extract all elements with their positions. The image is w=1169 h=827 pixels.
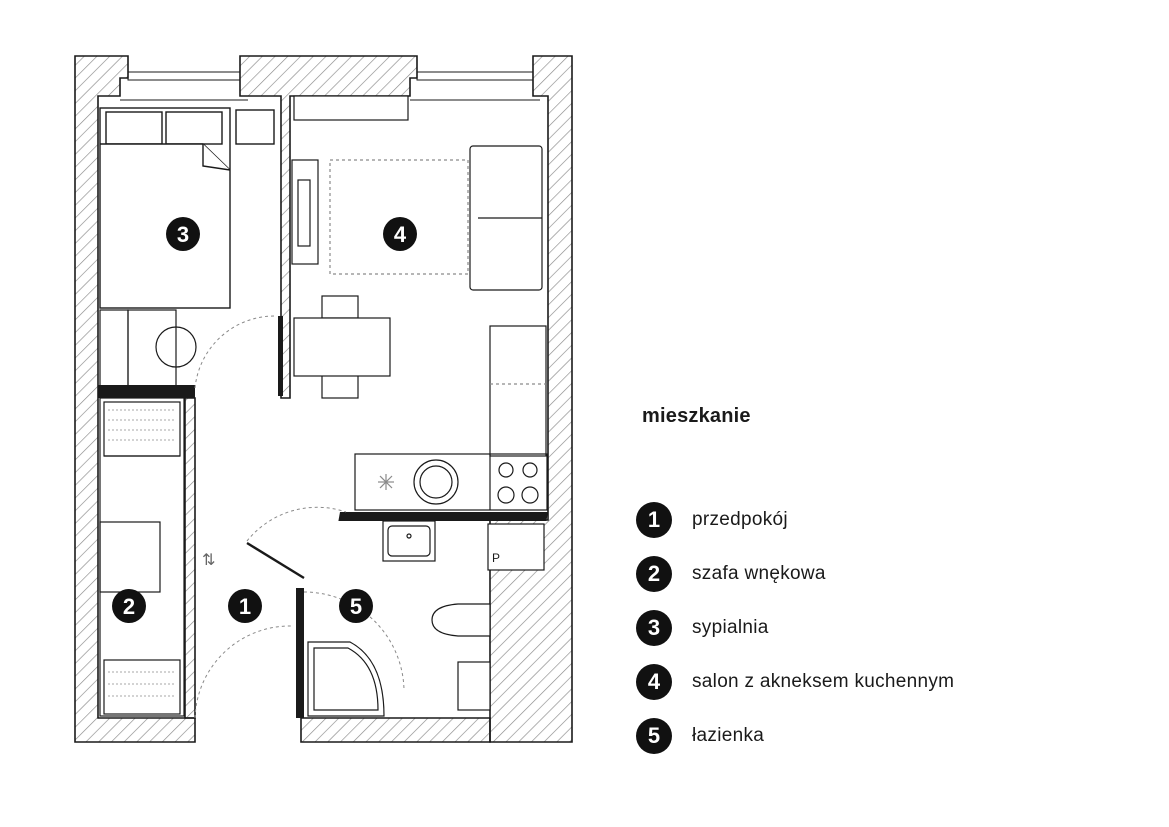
legend-number: 4 [636,664,672,700]
living-room-furniture [291,95,543,399]
legend-number: 3 [636,610,672,646]
wardrobe [99,397,185,717]
room-marker-5: 5 [339,589,373,623]
sliding-door-arrows: ⇅ [202,550,215,569]
room-marker-3: 3 [166,217,200,251]
legend-label: łazienka [692,725,765,746]
legend-item: 4 salon z akneksem kuchennym [636,655,954,709]
kitchen [354,325,548,511]
windows [120,71,540,101]
door-swings [194,315,405,719]
interior-walls [98,316,548,718]
room-marker-2: 2 [112,589,146,623]
svg-text:2: 2 [123,594,135,619]
bathroom-fixtures [307,520,545,717]
legend-number: 2 [636,556,672,592]
legend-number: 5 [636,718,672,754]
legend-item: 5 łazienka [636,709,954,763]
legend-number: 1 [636,502,672,538]
legend-item: 1 przedpokój [636,493,954,547]
fridge-mark: P [492,551,500,565]
legend-item: 2 szafa wnękowa [636,547,954,601]
legend-label: szafa wnękowa [692,563,826,584]
legend: mieszkanie 1 przedpokój 2 szafa wnękowa … [636,405,1122,754]
room-marker-1: 1 [228,589,262,623]
legend-list: 1 przedpokój 2 szafa wnękowa 3 sypialnia… [636,493,954,763]
svg-text:3: 3 [177,222,189,247]
legend-title: mieszkanie [642,405,751,427]
legend-item: 3 sypialnia [636,601,954,655]
doors [246,541,305,580]
svg-text:1: 1 [239,594,251,619]
bed [99,107,275,309]
legend-label: przedpokój [692,509,788,530]
legend-label: salon z akneksem kuchennym [692,671,955,692]
svg-text:4: 4 [394,222,407,247]
svg-text:5: 5 [350,594,362,619]
dresser [99,309,197,387]
legend-label: sypialnia [692,617,769,638]
room-marker-4: 4 [383,217,417,251]
